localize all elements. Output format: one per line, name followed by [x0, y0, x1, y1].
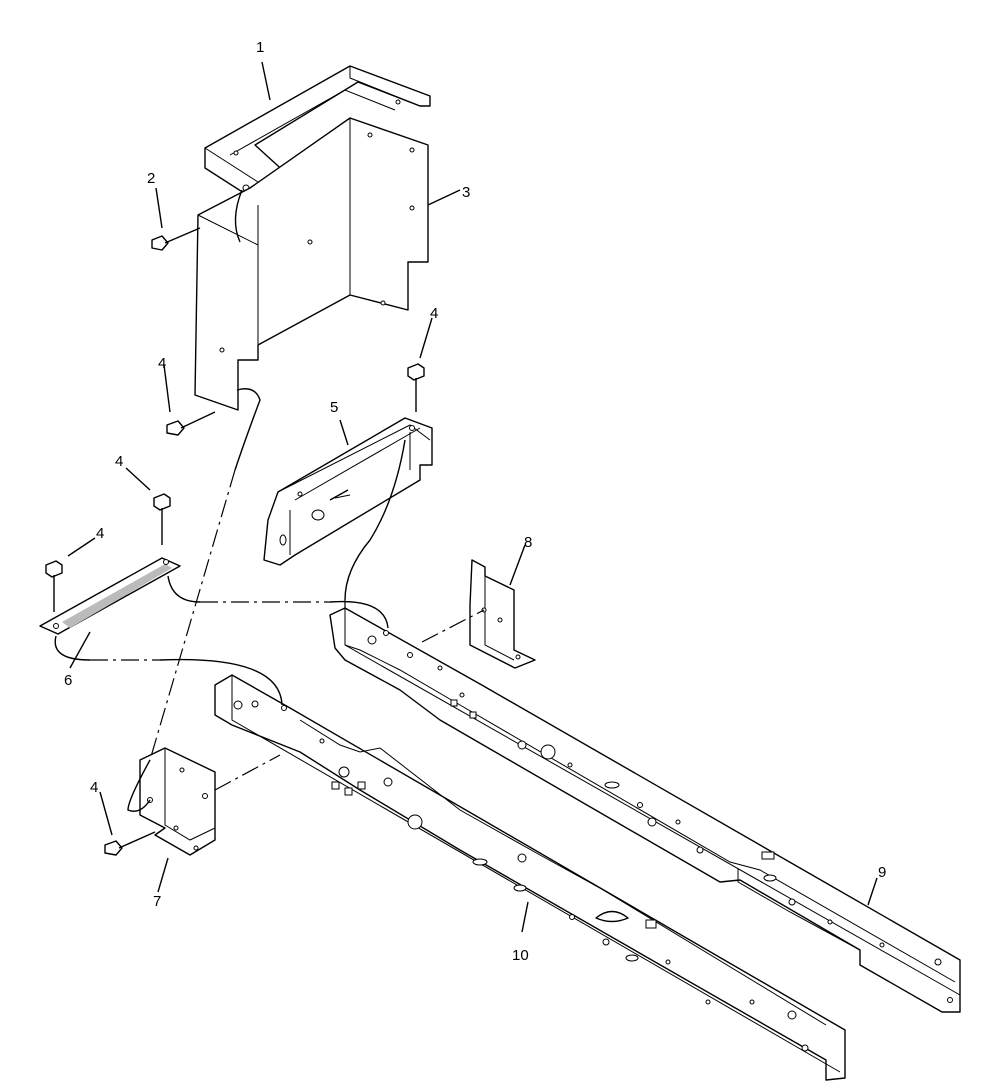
callout-labels: 1 2 3 4 4 4 4 4 5 6 7 8 9 10: [64, 39, 886, 964]
callout-3: 3: [462, 184, 470, 201]
bolt-part-4-middle: [407, 363, 425, 412]
callout-4-strip-left: 4: [96, 525, 104, 542]
bolt-part-2: [151, 227, 201, 251]
callout-5: 5: [330, 399, 338, 416]
callout-8: 8: [524, 534, 532, 551]
callout-1: 1: [256, 39, 264, 56]
callout-7: 7: [153, 893, 161, 910]
part-8-angle-bracket: [469, 559, 536, 669]
callout-9: 9: [878, 864, 886, 881]
callout-4-middle: 4: [430, 305, 438, 322]
callout-4-lower: 4: [90, 779, 98, 796]
part-7-angle-bracket: [139, 747, 216, 856]
part-9-long-rail: [329, 607, 961, 1013]
bolt-part-4-upper-left: [166, 411, 216, 436]
assembly-leader-lines: [54, 189, 485, 812]
callout-2: 2: [147, 170, 155, 187]
callout-10: 10: [512, 947, 529, 964]
part-6-grip-strip: [39, 557, 181, 635]
bolt-part-4-strip-right: [153, 493, 171, 545]
callout-4-upper-left: 4: [158, 355, 166, 372]
callout-4-strip-right: 4: [115, 453, 123, 470]
part-10-long-rail: [214, 674, 846, 1081]
callout-leaders: [67, 61, 878, 933]
part-5-mounting-bracket: [263, 417, 433, 566]
bolt-part-4-strip-left: [45, 560, 63, 612]
part-3-shield-panel: [194, 117, 429, 411]
bolt-part-4-lower: [104, 831, 156, 856]
callout-6: 6: [64, 672, 72, 689]
